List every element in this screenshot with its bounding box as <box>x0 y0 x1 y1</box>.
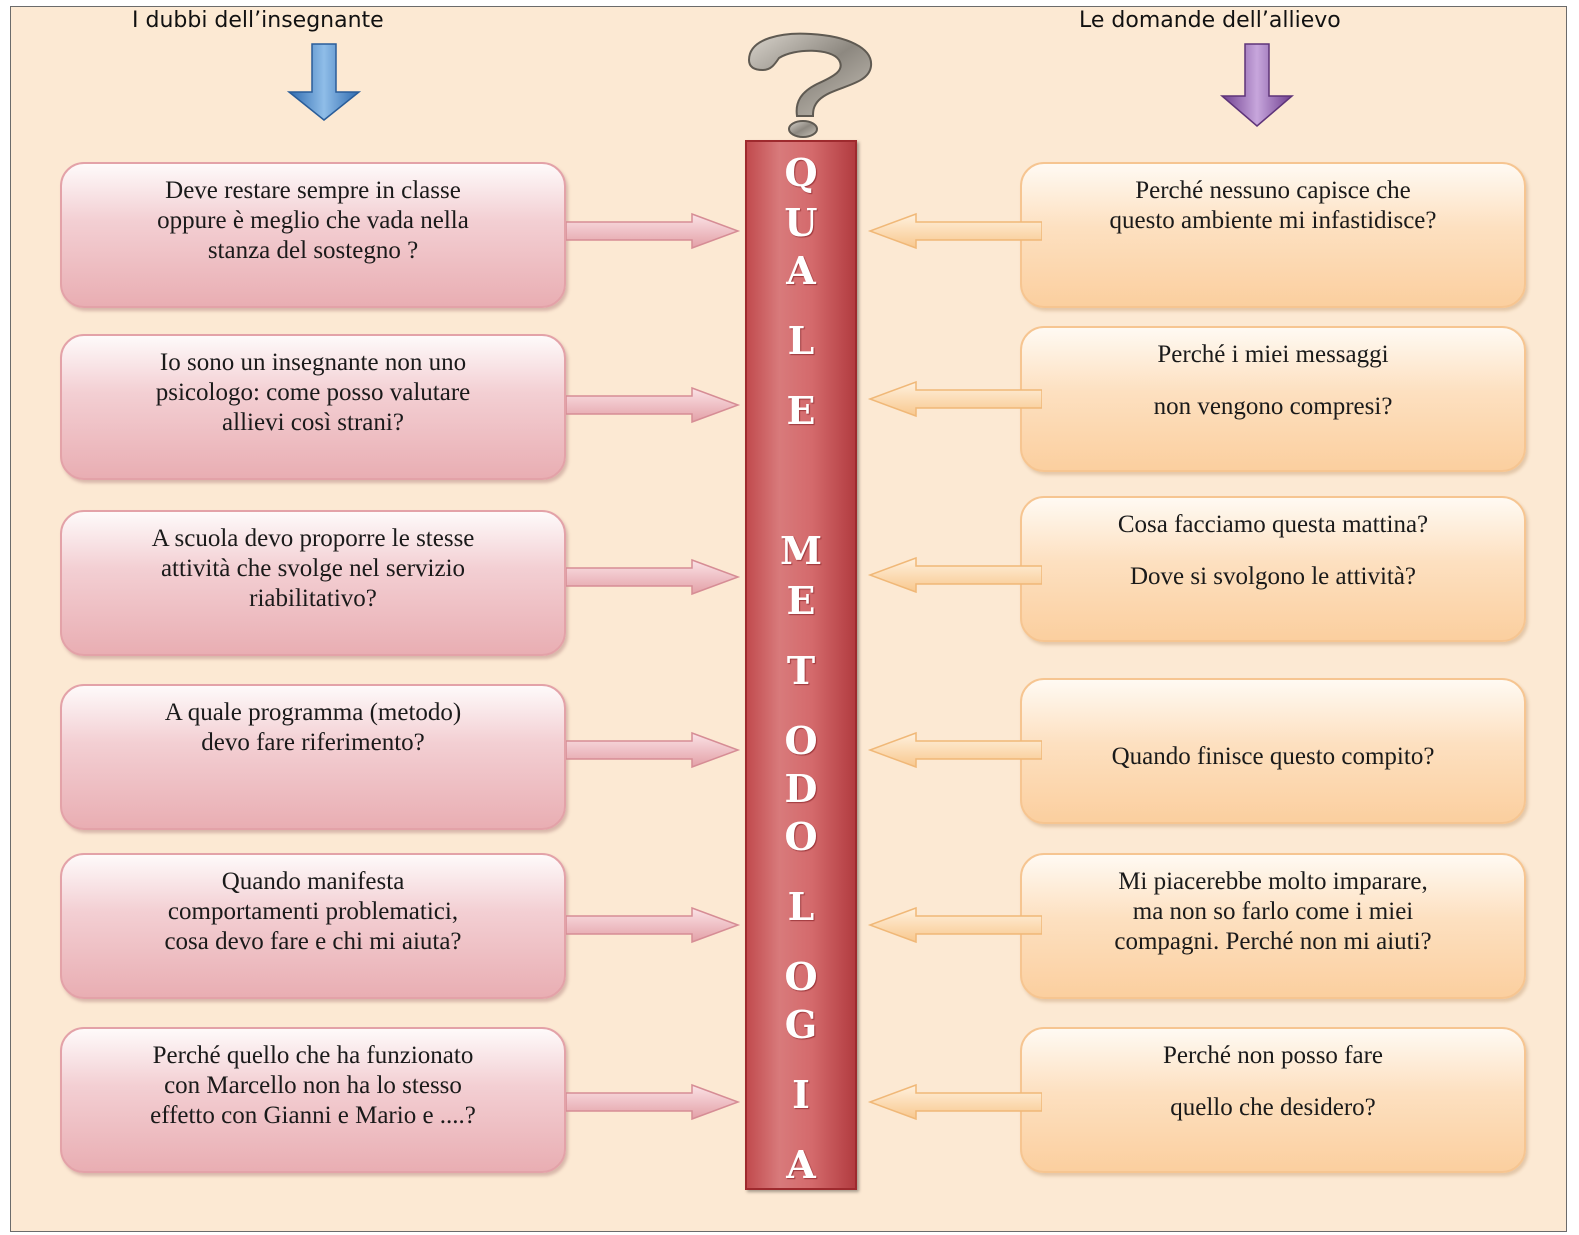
box-line: Dove si svolgono le attività? <box>1129 563 1417 590</box>
teacher-doubt-box: Io sono un insegnante non uno psicologo:… <box>60 334 566 480</box>
bar-letter: E <box>786 388 816 433</box>
student-question-box: Perché non posso fare quello che desider… <box>1020 1027 1526 1173</box>
bar-letter: Q <box>784 150 818 195</box>
box-line: oppure è meglio che vada nella <box>157 207 469 234</box>
metodologia-bar: Q U A L E M E T O D O L O G I A <box>745 140 857 1190</box>
box-line: compagni. Perché non mi aiuti? <box>1114 928 1432 955</box>
left-arrow-icon <box>867 380 1042 418</box>
bar-letter: A <box>786 248 816 293</box>
student-down-arrow-icon <box>1219 43 1295 127</box>
bar-letter: A <box>786 1142 816 1187</box>
box-line: Io sono un insegnante non uno <box>159 349 467 376</box>
left-arrow-icon <box>867 556 1042 594</box>
box-line: con Marcello non ha lo stesso <box>164 1072 462 1099</box>
box-line: A quale programma (metodo) <box>164 699 462 726</box>
bar-letter: L <box>787 884 815 929</box>
box-line: Perché non posso fare <box>1162 1042 1384 1069</box>
box-line: ma non so farlo come i miei <box>1132 898 1414 925</box>
teacher-doubt-box: Deve restare sempre in classe oppure è m… <box>60 162 566 308</box>
right-arrow-icon <box>566 558 741 596</box>
box-line: A scuola devo proporre le stesse <box>151 525 475 552</box>
box-line: Perché nessuno capisce che <box>1135 177 1411 204</box>
right-arrow-icon <box>566 386 741 424</box>
box-line: attività che svolge nel servizio <box>160 555 466 582</box>
bar-letter: L <box>787 318 815 363</box>
right-arrow-icon <box>566 1083 741 1121</box>
student-question-box: Quando finisce questo compito? <box>1020 678 1526 824</box>
bar-letter: O <box>784 718 818 763</box>
left-arrow-icon <box>867 212 1042 250</box>
teacher-doubt-box: Perché quello che ha funzionato con Marc… <box>60 1027 566 1173</box>
box-line: questo ambiente mi infastidisce? <box>1109 207 1437 234</box>
bar-letter: D <box>784 766 818 811</box>
question-mark-icon <box>747 32 873 138</box>
student-column-title: Le domande dell’allievo <box>1079 8 1341 33</box>
bar-letter: T <box>786 648 816 693</box>
box-line: Quando finisce questo compito? <box>1111 743 1435 770</box>
bar-letter: U <box>784 200 818 245</box>
box-line: devo fare riferimento? <box>201 729 425 756</box>
student-question-box: Perché i miei messaggi non vengono compr… <box>1020 326 1526 472</box>
right-arrow-icon <box>566 906 741 944</box>
box-line: riabilitativo? <box>249 585 377 612</box>
box-line: psicologo: come posso valutare <box>155 379 471 406</box>
left-arrow-icon <box>867 1083 1042 1121</box>
teacher-doubt-box: Quando manifesta comportamenti problemat… <box>60 853 566 999</box>
box-line: Mi piacerebbe molto imparare, <box>1118 868 1428 895</box>
teacher-doubt-box: A scuola devo proporre le stesse attivit… <box>60 510 566 656</box>
teacher-down-arrow-icon <box>286 43 362 121</box>
box-line: Perché i miei messaggi <box>1157 341 1389 368</box>
student-question-box: Cosa facciamo questa mattina? Dove si sv… <box>1020 496 1526 642</box>
box-line: Deve restare sempre in classe <box>165 177 461 204</box>
right-arrow-icon <box>566 731 741 769</box>
bar-letter: E <box>786 578 816 623</box>
teacher-column-title: I dubbi dell’insegnante <box>132 8 384 33</box>
bar-letter: I <box>792 1072 810 1117</box>
box-line: Perché quello che ha funzionato <box>152 1042 474 1069</box>
student-question-box: Mi piacerebbe molto imparare, ma non so … <box>1020 853 1526 999</box>
bar-letter: O <box>784 954 818 999</box>
bar-letter: M <box>779 528 823 573</box>
box-line: comportamenti problematici, <box>167 898 459 925</box>
left-arrow-icon <box>867 731 1042 769</box>
box-line: allievi così strani? <box>222 409 404 436</box>
right-arrow-icon <box>566 212 741 250</box>
box-line: stanza del sostegno ? <box>207 237 419 264</box>
student-question-box: Perché nessuno capisce che questo ambien… <box>1020 162 1526 308</box>
box-line: Cosa facciamo questa mattina? <box>1117 511 1429 538</box>
box-line: non vengono compresi? <box>1153 393 1393 420</box>
bar-letter: O <box>784 814 818 859</box>
teacher-doubt-box: A quale programma (metodo) devo fare rif… <box>60 684 566 830</box>
box-line: quello che desidero? <box>1170 1094 1376 1121</box>
box-line: effetto con Gianni e Mario e ....? <box>150 1102 476 1129</box>
bar-letter: G <box>784 1002 818 1047</box>
box-line: cosa devo fare e chi mi aiuta? <box>164 928 462 955</box>
box-line: Quando manifesta <box>221 868 405 895</box>
left-arrow-icon <box>867 906 1042 944</box>
